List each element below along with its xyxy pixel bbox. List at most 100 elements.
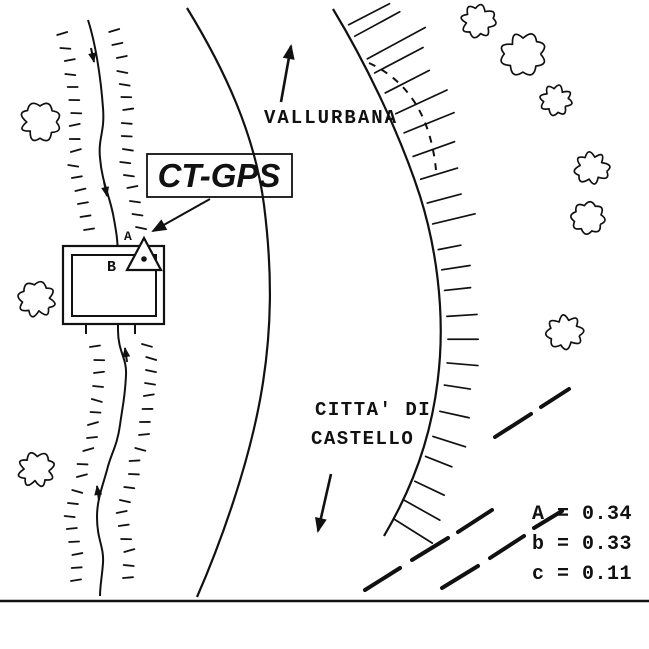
stream-tick xyxy=(90,398,103,403)
slope-hatch-line xyxy=(440,264,471,271)
stream-tick xyxy=(68,540,80,543)
boundary-dash xyxy=(532,509,564,530)
tree-icon xyxy=(460,3,497,39)
stream-tick xyxy=(116,70,129,74)
gps-antenna-triangle-icon xyxy=(125,235,163,272)
value-b: b = 0.33 xyxy=(532,533,632,556)
stream-tick xyxy=(122,564,135,567)
stream-tick xyxy=(67,502,79,505)
flow-arrow-down-icon xyxy=(101,181,110,197)
slope-hatch-line xyxy=(413,480,446,497)
slope-hatch-line xyxy=(431,212,476,225)
tree-icon xyxy=(17,280,56,318)
stream-tick xyxy=(135,226,147,231)
stream-tick xyxy=(93,370,105,374)
tree-icon xyxy=(17,451,55,488)
stream-tick xyxy=(56,31,69,36)
slope-hatch-line xyxy=(426,193,462,204)
stream-tick xyxy=(89,344,101,348)
slope-hatch-line xyxy=(373,46,424,74)
tree-icon xyxy=(20,102,61,142)
slope-hatch-line xyxy=(432,435,467,448)
point-b-label: B xyxy=(107,259,116,276)
value-a: A = 0.34 xyxy=(532,503,632,526)
stream-tick xyxy=(115,55,128,59)
stream-tick xyxy=(74,187,87,192)
stream-tick xyxy=(119,161,132,165)
value-c: c = 0.11 xyxy=(532,563,632,586)
stream-tick xyxy=(144,382,156,386)
point-a-label: A xyxy=(124,229,132,244)
slope-hatch-line xyxy=(366,26,427,60)
stream-tick xyxy=(89,411,102,414)
boundary-dash xyxy=(363,566,402,592)
stream-tick xyxy=(71,489,84,494)
stream-tick xyxy=(92,385,104,388)
stream-tick xyxy=(87,421,99,426)
stream-tick xyxy=(141,343,153,348)
tree-icon xyxy=(573,150,611,185)
road-right-edge xyxy=(332,8,442,537)
citta-di-label: CITTA' DI xyxy=(315,399,431,421)
stream-tick xyxy=(70,175,83,179)
slope-hatch-line xyxy=(437,244,462,251)
stream-tick xyxy=(126,185,139,189)
stream-tick xyxy=(67,164,80,168)
stream-tick xyxy=(120,135,133,138)
stream-tick xyxy=(122,107,135,111)
ctgps-pointer-arrow-icon xyxy=(151,198,211,232)
slope-hatch-line xyxy=(394,89,448,115)
slope-hatch-line xyxy=(446,362,479,367)
stream-tick xyxy=(108,28,121,33)
stream-tick xyxy=(123,486,136,490)
boundary-dash xyxy=(456,508,494,534)
boundary-dash xyxy=(488,534,526,560)
stream-tick xyxy=(122,576,134,579)
boundary-dashes xyxy=(363,387,571,592)
stream-tick xyxy=(128,459,141,462)
slope-hatch-line xyxy=(403,111,455,134)
stream-tick xyxy=(79,214,92,218)
boundary-dash xyxy=(440,564,480,590)
coefficient-values: A = 0.34 b = 0.33 c = 0.11 xyxy=(532,503,632,586)
north-direction-arrow-icon xyxy=(279,44,295,103)
stream-tick xyxy=(70,566,83,569)
slope-hatching xyxy=(347,2,480,545)
flow-arrow-up-icon xyxy=(94,485,103,501)
stream-tick xyxy=(142,393,155,397)
tree-icon xyxy=(539,84,573,117)
stream-tick xyxy=(86,436,98,439)
stream-tick xyxy=(77,201,89,205)
stream-tick xyxy=(121,148,134,152)
stream-tick xyxy=(122,174,135,178)
slope-hatch-line xyxy=(443,286,472,292)
ctgps-label-box xyxy=(146,153,293,198)
stream-tick xyxy=(129,200,141,204)
stream-tick xyxy=(83,227,95,231)
flow-arrow-up-icon xyxy=(122,347,131,363)
slope-hatch-line xyxy=(419,167,459,181)
slope-hatch-line xyxy=(424,455,453,468)
flow-arrow-down-icon xyxy=(88,47,97,63)
stream-tick xyxy=(145,356,158,361)
slope-hatch-line xyxy=(392,517,434,545)
vallurbana-label: VALLURBANA xyxy=(264,107,398,129)
slope-hatch-line xyxy=(347,2,391,26)
stream-tick xyxy=(111,41,124,46)
stream-path xyxy=(87,19,128,597)
tree-icon xyxy=(500,33,546,76)
stream-tick xyxy=(70,578,82,582)
road-left-edge xyxy=(186,7,272,598)
tree-icon xyxy=(570,200,606,235)
stream-tick xyxy=(138,433,150,436)
slope-hatch-line xyxy=(443,384,472,390)
trees xyxy=(17,3,611,488)
stream-tick xyxy=(71,552,84,556)
stream-tick xyxy=(65,527,78,530)
slope-hatch-line xyxy=(446,313,478,318)
stream-tick xyxy=(118,83,131,87)
stream-tick xyxy=(120,122,133,125)
castello-label: CASTELLO xyxy=(311,428,414,450)
